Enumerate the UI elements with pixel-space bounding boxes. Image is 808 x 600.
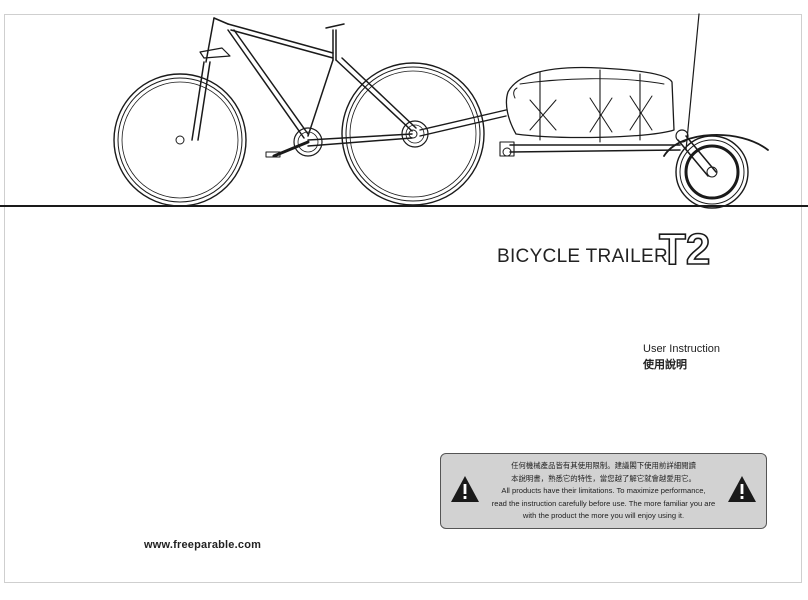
product-title: BICYCLE TRAILER — [497, 246, 668, 267]
bike-rear-wheel — [113, 73, 247, 207]
trailer-bag — [505, 66, 675, 143]
ground-line — [0, 205, 808, 207]
bicycle-trailer-illustration — [113, 13, 769, 209]
warning-en-line-3: with the product the more you will enjoy… — [522, 511, 685, 521]
bike-frame — [191, 17, 417, 147]
crankset — [265, 120, 429, 158]
website-link[interactable]: www.freeparable.com — [144, 539, 262, 551]
warning-en-line-2: read the instruction carefully before us… — [491, 498, 716, 508]
page-frame — [4, 14, 802, 583]
warning-zh-line-1: 任何機械產品皆有其使用限制。建議閣下使用前詳細閱讀 — [511, 461, 696, 470]
instruction-label-zh: 使用說明 — [643, 358, 687, 371]
trailer-frame — [509, 129, 717, 177]
model-logo: T2 — [658, 226, 711, 270]
warning-triangle-icon — [451, 476, 479, 502]
instruction-label-en: User Instruction — [643, 343, 721, 355]
warning-text: 任何機械產品皆有其使用限制。建議閣下使用前詳細閱讀 本說明書，熟悉它的特性，當您… — [485, 460, 722, 523]
trailer-hitch — [419, 109, 515, 157]
warning-triangle-icon — [728, 476, 756, 502]
trailer-wheel — [663, 134, 769, 209]
instruction-heading: User Instruction 使用說明 — [643, 342, 720, 372]
model-name: T2 — [659, 226, 710, 270]
warning-zh-line-2: 本說明書，熟悉它的特性，當您越了解它就會越愛用它。 — [511, 473, 696, 483]
warning-en-line-1: All products have their limitations. To … — [501, 486, 706, 496]
bike-front-wheel — [341, 62, 485, 206]
warning-panel: 任何機械產品皆有其使用限制。建議閣下使用前詳細閱讀 本說明書，熟悉它的特性，當您… — [440, 453, 767, 529]
